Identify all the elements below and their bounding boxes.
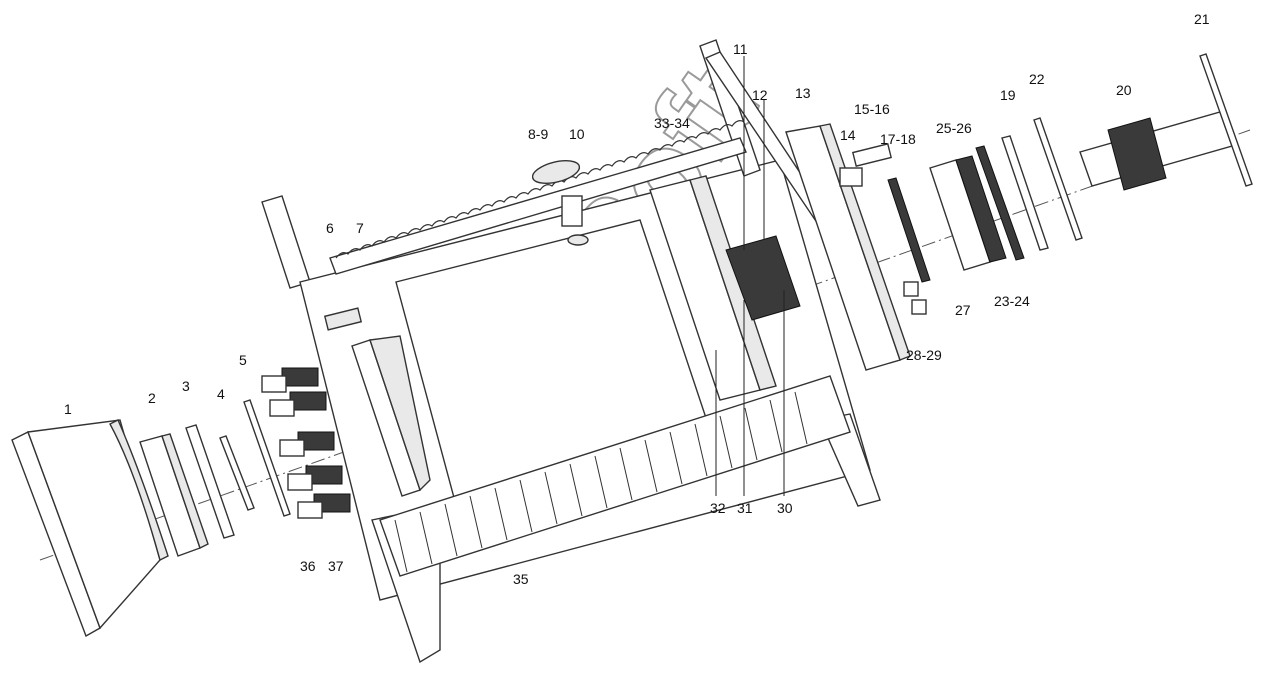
part-14-bolt <box>839 167 863 187</box>
callout-3: 3 <box>182 378 190 394</box>
part-21-end-plate <box>1199 53 1253 187</box>
callout-7: 7 <box>356 220 364 236</box>
part-3-washer <box>185 424 235 539</box>
callout-37: 37 <box>328 558 344 574</box>
part-4-washer <box>219 435 255 511</box>
callout-20: 20 <box>1116 82 1132 98</box>
callout-8-9: 8-9 <box>528 126 548 142</box>
part-35-worm-rack <box>379 375 851 577</box>
callout-31: 31 <box>737 500 753 516</box>
callout-28-29: 28-29 <box>906 347 942 363</box>
part-2-ring <box>139 433 209 557</box>
rack-teeth <box>335 120 745 259</box>
callout-35: 35 <box>513 571 529 587</box>
callout-10: 10 <box>569 126 585 142</box>
callout-15-16: 15-16 <box>854 101 890 117</box>
part-25-26-27-bearing <box>929 155 1007 271</box>
part-7-disc <box>351 335 431 497</box>
callout-32: 32 <box>710 500 726 516</box>
callout-27: 27 <box>955 302 971 318</box>
callout-6: 6 <box>326 220 334 236</box>
callout-12: 12 <box>752 87 768 103</box>
part-15-16-pin <box>851 143 893 167</box>
callout-13: 13 <box>795 85 811 101</box>
part-31-gear <box>725 235 801 321</box>
callout-1: 1 <box>64 401 72 417</box>
callout-30: 30 <box>777 500 793 516</box>
part-1-end-housing <box>11 419 169 638</box>
callout-11: 11 <box>733 41 748 57</box>
part-17-18-disc <box>887 177 931 283</box>
part-20-shaft <box>1079 111 1233 191</box>
part-23-24-ring <box>975 145 1025 261</box>
callout-23-24: 23-24 <box>994 293 1030 309</box>
callout-2: 2 <box>148 390 156 406</box>
callout-19: 19 <box>1000 87 1016 103</box>
part-6-key <box>323 307 363 331</box>
part-22-washer <box>1033 117 1083 241</box>
callout-33-34: 33-34 <box>654 115 690 131</box>
part-19-washer <box>1001 135 1049 251</box>
callout-25-26: 25-26 <box>936 120 972 136</box>
part-28-29-sleeve <box>903 281 919 297</box>
part-32-33-34-gear-stack <box>649 175 777 401</box>
callout-36: 36 <box>300 558 316 574</box>
part-5-shim <box>243 399 291 517</box>
callout-5: 5 <box>239 352 247 368</box>
part-28-29-sleeve-b <box>911 299 927 315</box>
part-8-9-10-valve <box>531 159 589 246</box>
callout-21: 21 <box>1194 11 1210 27</box>
callout-17-18: 17-18 <box>880 131 916 147</box>
callout-4: 4 <box>217 386 225 402</box>
part-36-37-bolt-cluster <box>261 367 351 519</box>
callout-22: 22 <box>1029 71 1045 87</box>
callout-14: 14 <box>840 127 856 143</box>
rack-top <box>329 137 747 275</box>
